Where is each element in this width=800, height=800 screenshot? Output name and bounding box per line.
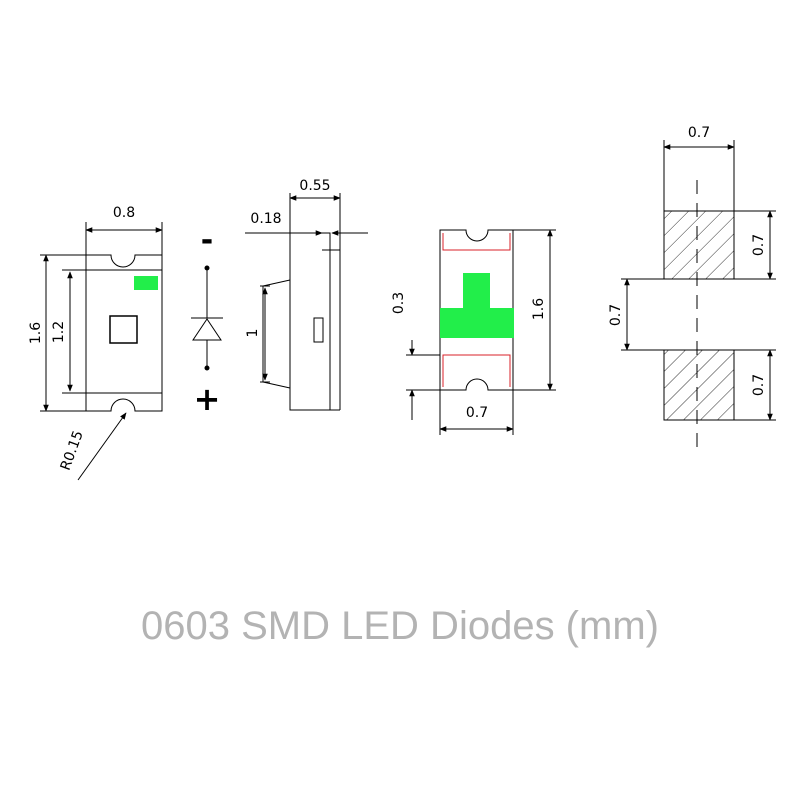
- top-view-width-label: 0.8: [113, 205, 135, 221]
- side-view-height-label: 0.55: [299, 178, 330, 194]
- top-view: [40, 222, 163, 481]
- t-shaped-pad: [440, 273, 514, 338]
- footprint-top-pad: [663, 210, 735, 280]
- top-view-radius-label: R0.15: [58, 429, 87, 473]
- anode-plus-label: +: [194, 380, 221, 418]
- bottom-view-length-label: 1.6: [531, 298, 547, 320]
- footprint: [621, 140, 776, 452]
- emitter-marker: [134, 276, 158, 290]
- die-square: [109, 315, 138, 344]
- cathode-minus-label: -: [201, 223, 213, 258]
- bottom-view: [406, 229, 556, 435]
- top-view-length-label: 1.6: [28, 322, 44, 344]
- diagram-caption: 0603 SMD LED Diodes (mm): [141, 604, 659, 648]
- side-view-body: [289, 232, 331, 411]
- side-view: [245, 193, 368, 411]
- bottom-view-pad-height-label: 0.3: [391, 292, 407, 314]
- side-view-lead: [262, 279, 291, 389]
- side-view-lens-label: 0.18: [250, 211, 281, 227]
- diode-symbol: [191, 265, 223, 371]
- top-view-inner-length-label: 1.2: [51, 321, 67, 343]
- footprint-bottom-pad-label: 0.7: [751, 374, 767, 396]
- top-view-body-outline: [85, 254, 163, 412]
- side-view-lead-label: 1: [245, 329, 261, 338]
- footprint-bottom-pad: [663, 349, 735, 421]
- footprint-width-label: 0.7: [688, 125, 710, 141]
- top-pad-outline: [442, 233, 511, 251]
- bottom-view-width-label: 0.7: [466, 405, 488, 421]
- footprint-top-pad-label: 0.7: [751, 234, 767, 256]
- footprint-gap-label: 0.7: [608, 304, 624, 326]
- bottom-pad-outline: [442, 354, 511, 387]
